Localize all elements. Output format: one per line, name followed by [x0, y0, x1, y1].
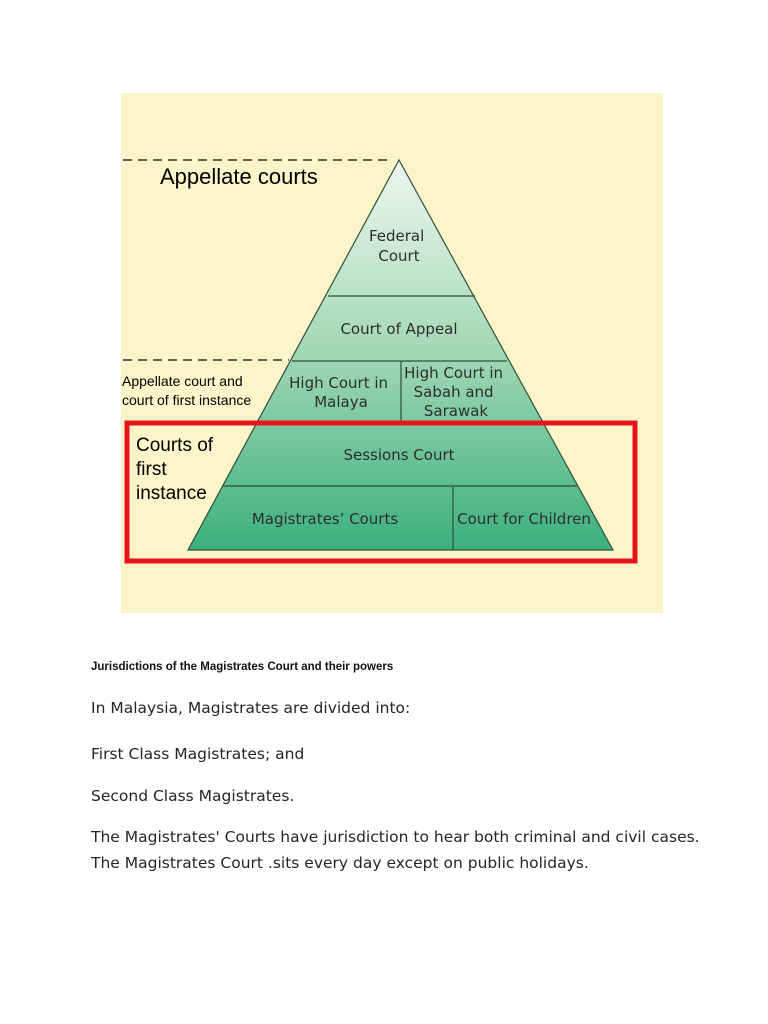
second-class-item: Second Class Magistrates.	[91, 787, 295, 805]
first-class-item: First Class Magistrates; and	[91, 745, 305, 763]
high-court-sabah-sarawak-label: High Court in Sabah and Sarawak	[404, 364, 508, 420]
pyramid-body	[186, 158, 615, 551]
court-hierarchy-diagram: Federal Court Court of Appeal High Court…	[121, 93, 663, 613]
appellate-first-instance-label: Appellate court and court of first insta…	[122, 373, 251, 408]
sitting-days-line: The Magistrates Court .sits every day ex…	[91, 854, 589, 872]
federal-court-label: Federal Court	[369, 227, 429, 265]
jurisdiction-line: The Magistrates' Courts have jurisdictio…	[91, 828, 700, 846]
intro-paragraph: In Malaysia, Magistrates are divided int…	[91, 699, 411, 717]
sessions-court-label: Sessions Court	[343, 446, 454, 464]
high-court-malaya-label: High Court in Malaya	[289, 374, 393, 411]
court-of-appeal-label: Court of Appeal	[340, 320, 457, 338]
first-instance-highlight-box	[124, 420, 638, 564]
court-hierarchy-svg: Federal Court Court of Appeal High Court…	[122, 158, 638, 564]
figure-caption: Jurisdictions of the Magistrates Court a…	[91, 661, 394, 673]
courts-of-first-instance-label: Courts of first instance	[136, 435, 218, 504]
court-for-children-label: Court for Children	[457, 510, 591, 528]
magistrates-courts-label: Magistrates’ Courts	[252, 510, 399, 528]
appellate-courts-label: Appellate courts	[160, 164, 318, 189]
